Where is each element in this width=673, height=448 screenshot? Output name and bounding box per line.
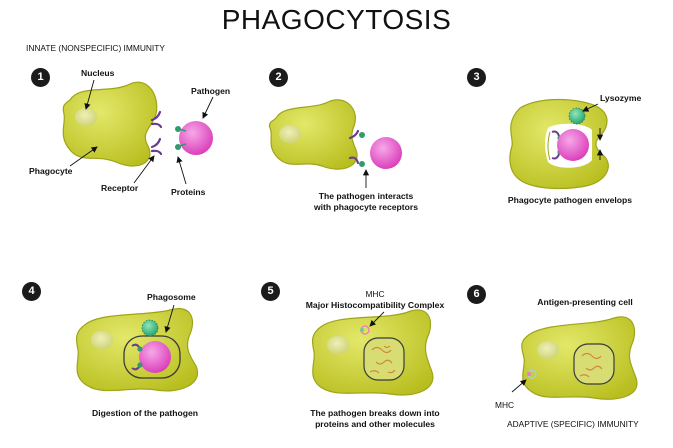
step5-nucleus xyxy=(327,336,349,354)
mhc-full-name: Major Histocompatibility Complex xyxy=(305,300,445,310)
step4-caption: Digestion of the pathogen xyxy=(92,408,198,418)
proteins-label: Proteins xyxy=(171,187,206,197)
step1-receptor-bottom xyxy=(150,137,163,156)
step2-pathogen xyxy=(370,137,402,169)
step-number-badge: 2 xyxy=(269,68,288,87)
step5-protein-fragments xyxy=(369,345,396,374)
pathogen-label: Pathogen xyxy=(191,86,231,96)
adaptive-immunity-subtitle: ADAPTIVE (SPECIFIC) IMMUNITY xyxy=(507,419,639,429)
phagosome-label: Phagosome xyxy=(147,292,196,302)
step6-nucleus xyxy=(537,341,559,359)
step3-caption: Phagocyte pathogen envelops xyxy=(507,195,633,205)
step2-nucleus xyxy=(279,125,301,143)
phagocyte-label: Phagocyte xyxy=(29,166,73,176)
step3-lysozyme xyxy=(568,107,586,125)
mhc-label: MHC xyxy=(365,289,385,299)
step4-nucleus xyxy=(91,331,113,349)
step1-pathogen xyxy=(179,121,213,155)
step4-lysozyme xyxy=(141,319,159,337)
step2-caption-line2: with phagocyte receptors xyxy=(313,202,419,212)
step1-proteins xyxy=(175,126,187,150)
step4-artwork xyxy=(75,304,199,392)
step5-caption-line2: proteins and other molecules xyxy=(315,419,435,429)
step5-caption-line1: The pathogen breaks down into xyxy=(310,408,440,418)
step2-caption-line1: The pathogen interacts xyxy=(318,191,414,201)
step-number-badge: 5 xyxy=(261,282,280,301)
step3-artwork xyxy=(509,98,609,190)
step1-nucleus xyxy=(75,108,97,126)
step-number-badge: 1 xyxy=(31,68,50,87)
step3-pathogen xyxy=(557,129,589,161)
step1-phagocyte-cell xyxy=(62,81,158,167)
innate-immunity-subtitle: INNATE (NONSPECIFIC) IMMUNITY xyxy=(26,43,165,53)
step5-digestion-vesicle xyxy=(363,337,405,381)
step6-artwork xyxy=(511,316,638,400)
step5-artwork xyxy=(311,309,434,396)
step6-vesicle xyxy=(573,343,615,385)
step2-receptor-protein-bonds xyxy=(348,129,365,167)
receptor-label: Receptor xyxy=(101,183,139,193)
antigen-presenting-cell-heading: Antigen-presenting cell xyxy=(537,297,633,307)
page-title: PHAGOCYTOSIS xyxy=(221,4,452,35)
step2-phagocyte-cell xyxy=(268,99,358,170)
step2-artwork xyxy=(268,99,402,188)
step-number-badge: 6 xyxy=(467,285,486,304)
step4-bonds xyxy=(131,343,143,371)
step-number-badge: 4 xyxy=(22,282,41,301)
step1-receptor-top xyxy=(150,110,163,129)
mhc-label: MHC xyxy=(495,400,515,410)
step1-artwork xyxy=(62,79,214,185)
lysozyme-label: Lysozyme xyxy=(600,93,642,103)
nucleus-label: Nucleus xyxy=(81,68,115,78)
step4-pathogen xyxy=(139,341,171,373)
step6-protein-fragments xyxy=(579,352,603,378)
step-number-badge: 3 xyxy=(467,68,486,87)
